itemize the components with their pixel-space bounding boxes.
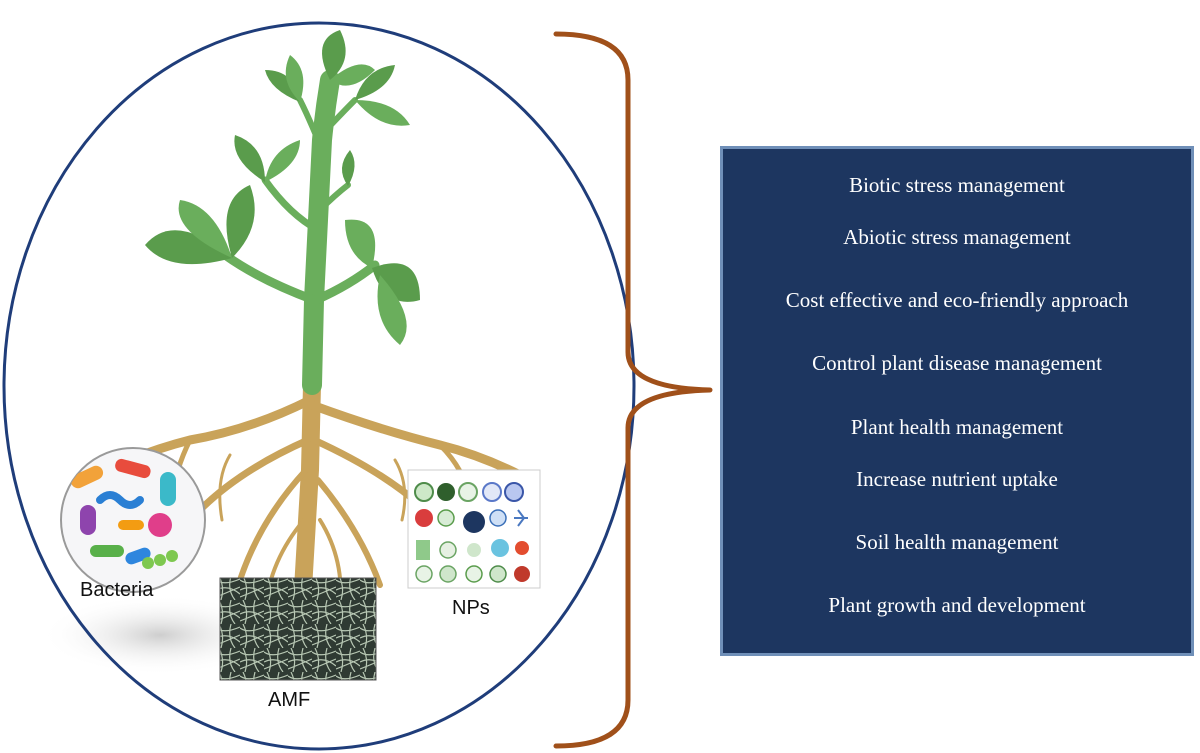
leaves [145, 30, 420, 345]
bacteria-label: Bacteria [80, 579, 154, 601]
benefit-disease-control: Control plant disease management [812, 351, 1102, 375]
benefit-nutrient-uptake: Increase nutrient uptake [856, 467, 1058, 491]
benefit-biotic-stress: Biotic stress management [849, 173, 1065, 197]
benefit-cost-effective: Cost effective and eco-friendly approach [785, 288, 1129, 312]
benefit-abiotic-stress: Abiotic stress management [843, 225, 1071, 249]
curly-bracket [553, 31, 713, 749]
plant-ellipse [2, 21, 636, 751]
nps-label: NPs [452, 597, 490, 619]
benefit-plant-health: Plant health management [850, 415, 1064, 439]
benefit-growth-development: Plant growth and development [828, 593, 1086, 617]
amf-label: AMF [268, 689, 310, 711]
fungal-hyphae-photo [219, 577, 377, 681]
benefit-soil-health: Soil health management [855, 530, 1059, 554]
bacteria-cluster-icon [60, 447, 206, 593]
nanoparticle-types-chart [407, 469, 541, 589]
stem [220, 70, 380, 395]
benefits-box: Biotic stress management Abiotic stress … [720, 146, 1194, 656]
